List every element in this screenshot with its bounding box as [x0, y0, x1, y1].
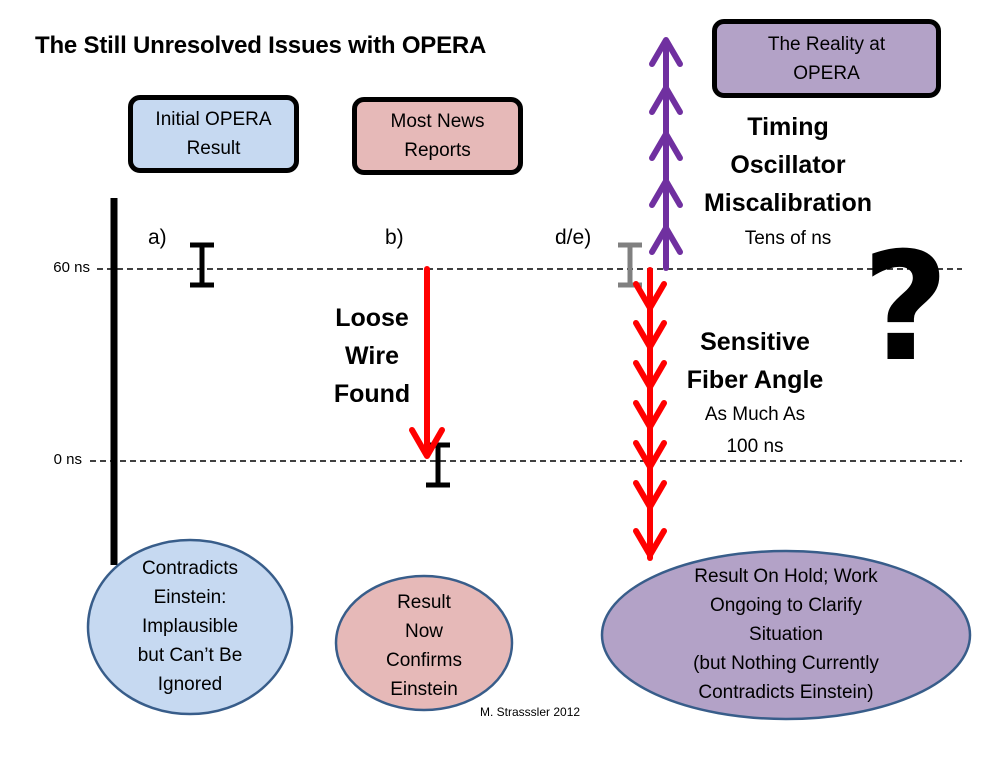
outcome-text-reality: Result On Hold; Work Ongoing to Clarify … — [693, 566, 879, 703]
header-news-label: Most News Reports — [390, 111, 485, 161]
loose-wire-label: Loose Wire Found — [333, 304, 411, 408]
errorbar-a — [190, 242, 214, 288]
arrow-chevron-down — [633, 360, 667, 390]
column-label-de: d/e) — [555, 226, 592, 249]
arrow-chevron-up — [649, 178, 683, 208]
tick-label-60ns: 60 ns — [53, 259, 90, 276]
question-mark-icon: ? — [862, 221, 950, 395]
loose-wire-arrow — [409, 266, 445, 459]
outcome-ellipse-news — [334, 574, 514, 712]
fiber-angle-label: Sensitive Fiber Angle — [686, 328, 824, 394]
outcome-text-initial: Contradicts Einstein: Implausible but Ca… — [137, 558, 243, 695]
fiber-angle-arrow — [633, 267, 667, 561]
arrow-chevron-down — [633, 528, 667, 558]
arrow-chevron-up — [649, 225, 683, 255]
arrow-chevron-down — [633, 440, 667, 470]
column-label-b: b) — [385, 226, 404, 249]
header-reality-label: The Reality at OPERA — [767, 33, 886, 84]
header-initial-label: Initial OPERA Result — [155, 109, 272, 159]
timing-oscillator-label: Timing Oscillator Miscalibration — [703, 113, 873, 217]
header-box-news: Most News Reports — [352, 97, 523, 175]
arrow-chevron-up — [649, 131, 683, 161]
header-box-initial: Initial OPERA Result — [128, 95, 299, 173]
arrow-chevron-down — [633, 281, 667, 311]
tick-label-0ns: 0 ns — [53, 451, 82, 468]
column-label-a: a) — [148, 226, 167, 249]
header-box-reality: The Reality at OPERA — [712, 19, 941, 98]
timing-oscillator-arrow — [649, 37, 683, 271]
outcome-text-news: Result Now Confirms Einstein — [385, 592, 462, 700]
outcome-ellipse-initial — [86, 538, 294, 716]
errorbar-de — [618, 242, 642, 288]
arrow-chevron-up — [649, 37, 683, 67]
arrow-chevron-down — [633, 400, 667, 430]
timing-oscillator-sublabel: Tens of ns — [744, 228, 832, 249]
arrow-chevron-down — [633, 320, 667, 350]
arrow-chevron-up — [649, 85, 683, 115]
outcome-ellipse-reality — [600, 549, 972, 721]
author-credit: M. Strasssler 2012 — [480, 705, 581, 719]
arrow-chevron-down — [633, 480, 667, 510]
fiber-angle-sublabel: As Much As 100 ns — [704, 404, 806, 457]
page-title: The Still Unresolved Issues with OPERA — [35, 32, 487, 59]
